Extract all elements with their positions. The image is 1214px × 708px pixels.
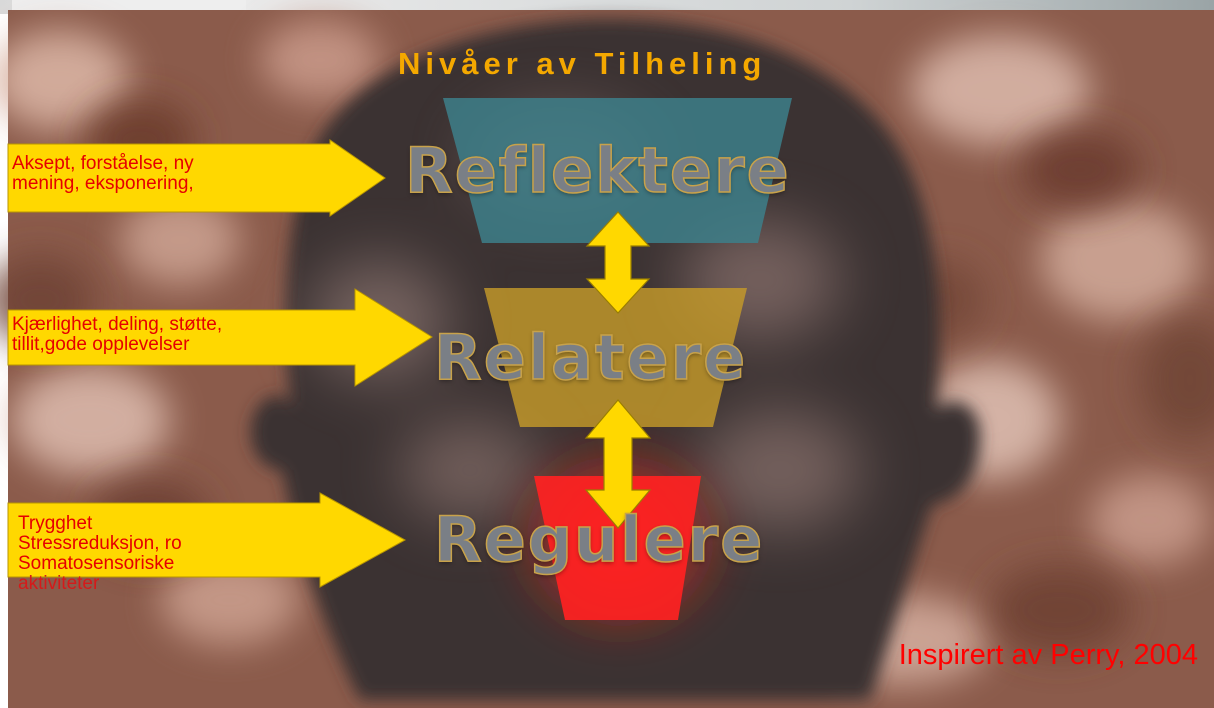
diagram-title: Nivåer av Tilheling (398, 48, 766, 81)
level-regulate: Regulere (434, 507, 764, 572)
arrow-reflect-line-2: mening, eksponering, (12, 174, 194, 194)
credit-text: Inspirert av Perry, 2004 (899, 640, 1198, 670)
arrow-regulate-line-1: Trygghet (18, 514, 182, 534)
arrow-regulate-line-3: Somatosensoriske (18, 554, 182, 574)
level-reflect: Reflektere (405, 138, 791, 203)
arrow-regulate-line-2: Stressreduksjon, ro (18, 534, 182, 554)
arrow-reflect-line-1: Aksept, forståelse, ny (12, 154, 194, 174)
level-relate: Relatere (434, 325, 747, 390)
arrow-relate-line-2: tillit,gode opplevelser (12, 335, 222, 355)
arrow-regulate-text: Trygghet Stressreduksjon, ro Somatosenso… (18, 514, 182, 594)
arrow-relate-line-1: Kjærlighet, deling, støtte, (12, 315, 222, 335)
arrow-regulate-line-4: aktiviteter (18, 574, 182, 594)
arrow-reflect-text: Aksept, forståelse, ny mening, eksponeri… (12, 154, 194, 194)
arrow-relate-text: Kjærlighet, deling, støtte, tillit,gode … (12, 315, 222, 355)
